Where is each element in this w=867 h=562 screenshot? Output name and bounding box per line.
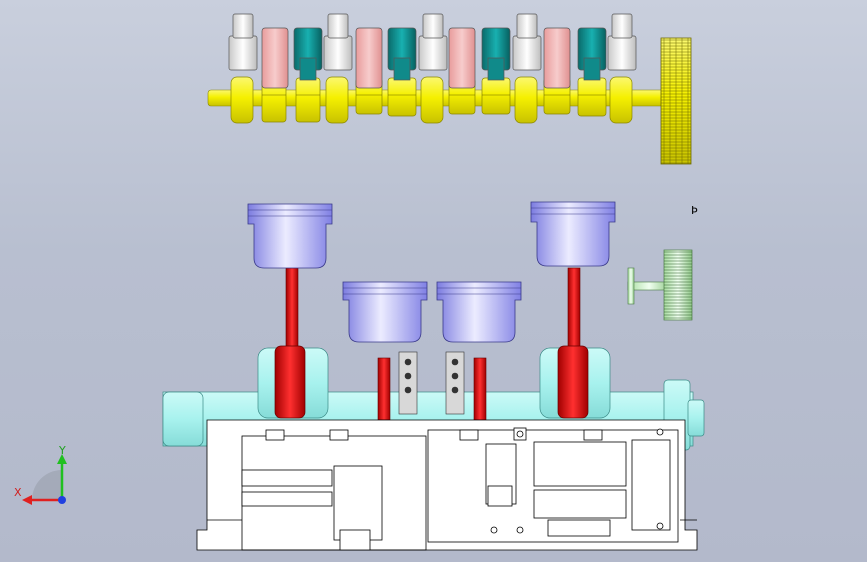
coordinate-triad: Y X [14, 444, 67, 505]
engine-block[interactable] [196, 419, 698, 551]
piston-4[interactable] [530, 201, 616, 419]
piston-3[interactable] [436, 281, 522, 421]
z-axis-dot [58, 496, 66, 504]
piston-1[interactable] [247, 203, 333, 419]
bearing-caps [228, 13, 637, 71]
crank-webs [261, 27, 607, 89]
triad-y-label: Y [58, 444, 66, 457]
flywheel-gear[interactable] [660, 37, 692, 165]
piston-2[interactable] [342, 281, 428, 421]
rod-brackets [398, 351, 465, 415]
accessory-gear-shaft[interactable] [627, 249, 693, 321]
crankshaft-assembly[interactable] [207, 13, 667, 124]
sketch-marker: Þ [691, 204, 698, 217]
triad-x-label: X [14, 486, 22, 499]
